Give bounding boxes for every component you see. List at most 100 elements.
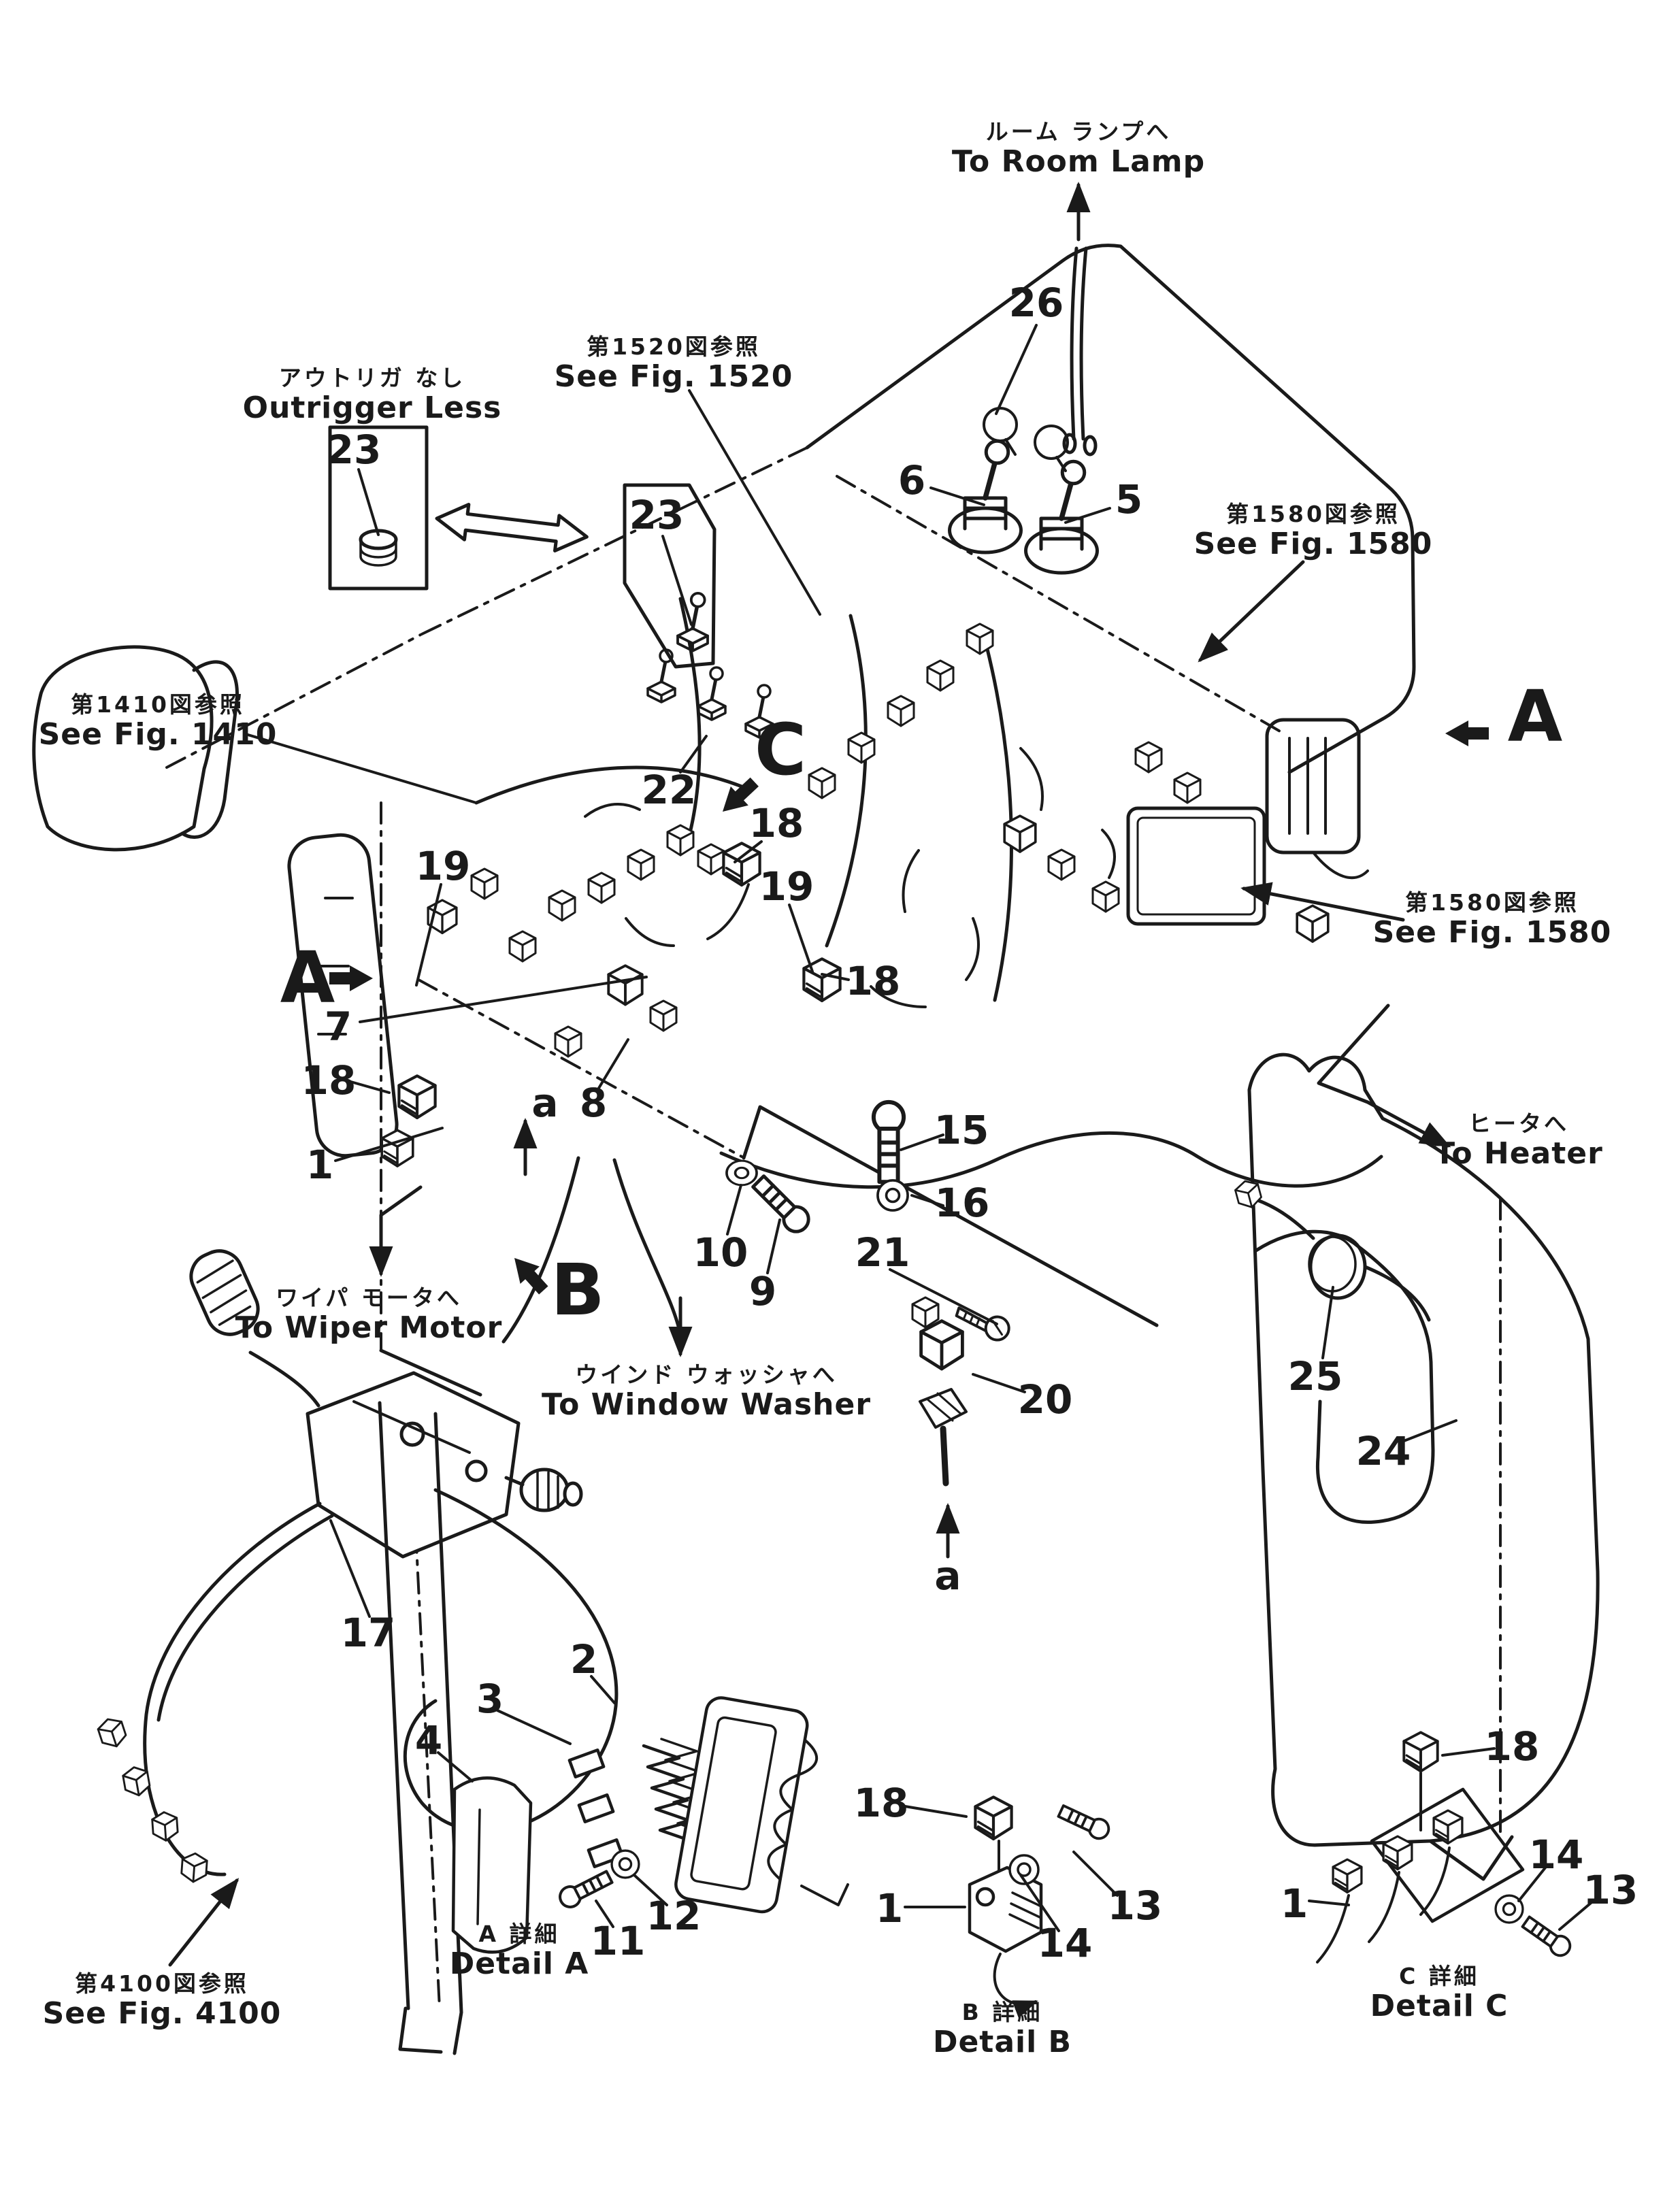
callout-15: 15 xyxy=(934,1107,989,1153)
see-fig-1520-label: 第1520図参照 See Fig. 1520 xyxy=(554,334,793,394)
callout-2: 2 xyxy=(570,1636,598,1683)
callout-18-right: 18 xyxy=(845,958,901,1004)
to-window-washer-jp: ウインド ウォッシャへ xyxy=(575,1361,838,1388)
relay-box xyxy=(1126,806,1266,926)
outrigger-less-jp: アウトリガ なし xyxy=(278,364,466,391)
switches xyxy=(648,407,1098,737)
callout-20: 20 xyxy=(1017,1376,1073,1423)
see-fig-4100-jp: 第4100図参照 xyxy=(75,1970,249,1997)
callout-5: 5 xyxy=(1115,476,1143,523)
callout-24: 24 xyxy=(1355,1428,1411,1474)
switch-23-box xyxy=(623,483,717,669)
wire-squiggles xyxy=(584,747,1116,1008)
leader-lines xyxy=(244,324,1596,1932)
to-wiper-motor-en: To Wiper Motor xyxy=(235,1310,503,1345)
to-wiper-motor-jp: ワイパ モータへ xyxy=(276,1284,462,1311)
callout-16: 16 xyxy=(934,1180,990,1226)
room-lamp-wires xyxy=(1070,246,1088,441)
valve-knob xyxy=(519,1468,570,1512)
see-fig-1580-right-label: 第1580図参照 See Fig. 1580 xyxy=(1372,889,1612,950)
detail-c-caption-en: Detail C xyxy=(1370,1988,1509,2023)
right-cab-panel xyxy=(1247,1052,1600,1847)
detail-c-art xyxy=(1316,1732,1574,1963)
harness-to-connectors xyxy=(143,1502,322,1876)
fuses-3 xyxy=(567,1748,625,1868)
see-fig-1580-right-jp: 第1580図参照 xyxy=(1405,889,1579,916)
push-switch-26a xyxy=(983,407,1018,442)
view-b-arrow-icon xyxy=(503,1248,555,1301)
to-heater-en: To Heater xyxy=(1434,1136,1603,1171)
to-heater-jp: ヒータへ xyxy=(1468,1110,1569,1137)
bolt-13-detail-c xyxy=(1520,1914,1574,1959)
to-window-washer-label: ウインド ウォッシャへ To Window Washer xyxy=(541,1361,872,1422)
to-room-lamp-en: To Room Lamp xyxy=(951,144,1206,179)
cab-roof-panel xyxy=(805,244,1416,774)
callout-4: 4 xyxy=(414,1717,443,1763)
outrigger-less-label: アウトリガ なし Outrigger Less xyxy=(243,364,502,425)
detail-b-caption-jp: B 詳細 xyxy=(961,1998,1043,2025)
detail-b-art xyxy=(968,1797,1112,2019)
see-fig-1410-en: See Fig. 1410 xyxy=(38,716,278,752)
see-fig-1410-jp: 第1410図参照 xyxy=(71,691,245,718)
callout-1-detail-b: 1 xyxy=(875,1885,904,1932)
pin-terminal xyxy=(940,1425,949,1487)
callout-26: 26 xyxy=(1008,280,1064,326)
relay-18-detail-b xyxy=(975,1797,1011,1839)
valve-assembly xyxy=(96,1249,619,2055)
callout-10: 10 xyxy=(693,1229,748,1276)
callout-19-left: 19 xyxy=(415,843,471,889)
to-window-washer-en: To Window Washer xyxy=(541,1387,872,1422)
to-room-lamp-label: ルーム ランプへ To Room Lamp xyxy=(951,118,1206,179)
callout-12: 12 xyxy=(646,1893,702,1939)
callout-6: 6 xyxy=(897,457,926,503)
view-marker-b: B xyxy=(550,1248,605,1331)
fuse-box-2 xyxy=(674,1696,818,1914)
callout-21: 21 xyxy=(855,1229,910,1276)
screw-11 xyxy=(557,1868,614,1910)
detail-a-art xyxy=(451,1696,849,1954)
callout-1-detail-c: 1 xyxy=(1280,1880,1308,1927)
callout-19-right: 19 xyxy=(759,863,814,910)
fig4100-arrow-icon xyxy=(168,1878,240,1967)
see-fig-1580-right-en: See Fig. 1580 xyxy=(1372,914,1612,950)
callout-13-detail-c: 13 xyxy=(1583,1867,1638,1913)
view-marker-a-right: A xyxy=(1507,675,1563,758)
callout-a-bottom: a xyxy=(934,1553,961,1599)
fig1580-right-arrow-icon xyxy=(1240,882,1405,922)
see-fig-4100-en: See Fig. 4100 xyxy=(42,1995,282,2031)
callout-9: 9 xyxy=(748,1268,777,1314)
fig1580-top-arrow-icon xyxy=(1198,560,1305,663)
harness-24-loop xyxy=(1254,1229,1435,1524)
see-fig-4100-label: 第4100図参照 See Fig. 4100 xyxy=(42,1970,282,2031)
callout-23-main: 23 xyxy=(629,492,685,538)
relay-18-detail-c xyxy=(1404,1732,1437,1771)
valve-block-17 xyxy=(306,1371,521,1559)
cab-structure xyxy=(32,244,1600,1881)
view-a-right-arrow-icon xyxy=(1444,719,1490,748)
washer-16 xyxy=(878,1180,908,1210)
see-fig-1580-top-jp: 第1580図参照 xyxy=(1226,500,1400,527)
bolt-15 xyxy=(874,1102,904,1182)
to-wiper-motor-label: ワイパ モータへ To Wiper Motor xyxy=(235,1284,503,1345)
callout-11: 11 xyxy=(590,1918,646,1964)
bolt-9 xyxy=(750,1173,814,1237)
see-fig-1520-en: See Fig. 1520 xyxy=(554,359,793,394)
clip-ring-25 xyxy=(1308,1233,1367,1300)
connector-20 xyxy=(911,1296,968,1487)
operator-seat xyxy=(32,645,214,852)
inset-boxes xyxy=(328,425,717,669)
outrigger-less-box xyxy=(328,425,429,591)
to-room-lamp-jp: ルーム ランプへ xyxy=(985,118,1172,145)
fuse-clips xyxy=(642,1744,697,1844)
detail-b-caption: B 詳細 Detail B xyxy=(933,2000,1072,2059)
control-grip xyxy=(189,1249,260,1336)
callout-13-detail-b: 13 xyxy=(1107,1883,1163,1929)
detail-a-caption: A 詳細 Detail A xyxy=(450,1921,589,1980)
detail-c-caption: C 詳細 Detail C xyxy=(1370,1962,1509,2023)
callout-18-left: 18 xyxy=(301,1057,357,1104)
washer-12 xyxy=(612,1851,639,1878)
detail-c-caption-jp: C 詳細 xyxy=(1399,1962,1479,1989)
callout-18-center: 18 xyxy=(748,800,804,846)
view-marker-c: C xyxy=(754,708,807,791)
